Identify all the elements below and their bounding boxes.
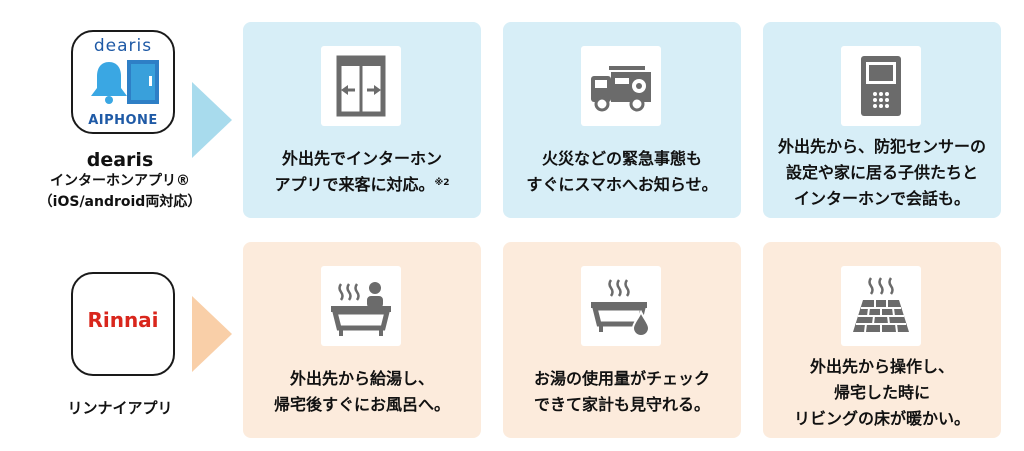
floor-heating-icon: [853, 277, 909, 333]
dearis-app-desc: インターホンアプリ®: [50, 173, 190, 189]
icon-box: [321, 46, 401, 126]
icon-box: [841, 46, 921, 126]
card-text-line: すぐにスマホへお知らせ。: [526, 175, 718, 194]
icon-box: [841, 266, 921, 346]
automatic-door-icon: [336, 55, 386, 117]
card-text: 外出先から給湯し、 帰宅後すぐにお風呂へ。: [249, 366, 475, 418]
card-text-line: 外出先から、防犯センサーの: [777, 137, 986, 156]
dearis-logo-word: dearis: [93, 36, 153, 56]
card-text-line: 外出先でインターホン: [281, 149, 442, 168]
card-text-line: 外出先から給湯し、: [289, 369, 434, 388]
card-text: 火災などの緊急事態も すぐにスマホへお知らせ。: [509, 146, 735, 198]
fire-truck-icon: [591, 66, 651, 112]
icon-box: [581, 46, 661, 126]
feature-card-fire-alert: 火災などの緊急事態も すぐにスマホへお知らせ。: [503, 22, 741, 218]
card-text-line: 火災などの緊急事態も: [541, 149, 702, 168]
card-text-line: リビングの床が暖かい。: [793, 409, 970, 428]
feature-card-floor-heating: 外出先から操作し、 帰宅した時に リビングの床が暖かい。: [763, 242, 1001, 438]
aiphone-brand: AIPHONE: [88, 113, 158, 128]
feature-card-bath-fill: 外出先から給湯し、 帰宅後すぐにお風呂へ。: [243, 242, 481, 438]
card-text-line: アプリで来客に対応。: [274, 175, 435, 194]
rinnai-caption: リンナイアプリ: [10, 398, 230, 419]
dearis-app-name: dearis: [86, 149, 154, 171]
bath-person-icon: [331, 282, 391, 336]
arrow-right-icon: [192, 296, 232, 372]
icon-box: [321, 266, 401, 346]
card-text-line: できて家計も見守れる。: [533, 395, 710, 414]
arrow-right-icon: [192, 82, 232, 158]
rinnai-app-icon: Rinnai: [71, 272, 175, 376]
dearis-caption: dearis インターホンアプリ® （iOS/android両対応）: [10, 150, 230, 213]
card-text-line: 設定や家に居る子供たちと: [785, 163, 978, 182]
card-text-line: インターホンで会話も。: [793, 189, 970, 208]
card-text-line: 帰宅した時に: [833, 383, 930, 402]
icon-box: [581, 266, 661, 346]
intercom-monitor-icon: [861, 56, 901, 116]
dearis-app-icon: dearis AIPHONE: [71, 30, 175, 134]
card-text-line: お湯の使用量がチェック: [533, 369, 710, 388]
bell-door-icon: [91, 60, 159, 104]
card-text: 外出先から、防犯センサーの 設定や家に居る子供たちと インターホンで会話も。: [769, 134, 995, 212]
card-text: お湯の使用量がチェック できて家計も見守れる。: [509, 366, 735, 418]
feature-card-security-talk: 外出先から、防犯センサーの 設定や家に居る子供たちと インターホンで会話も。: [763, 22, 1001, 218]
card-text: 外出先でインターホン アプリで来客に対応。※2: [249, 146, 475, 198]
card-text-line: 外出先から操作し、: [809, 357, 954, 376]
bath-water-drop-icon: [591, 279, 651, 337]
feature-card-intercom-visitor: 外出先でインターホン アプリで来客に対応。※2: [243, 22, 481, 218]
card-text: 外出先から操作し、 帰宅した時に リビングの床が暖かい。: [769, 354, 995, 432]
footnote-mark: ※2: [434, 178, 450, 188]
feature-card-water-usage: お湯の使用量がチェック できて家計も見守れる。: [503, 242, 741, 438]
card-text-line: 帰宅後すぐにお風呂へ。: [273, 395, 450, 414]
rinnai-app-name: リンナイアプリ: [67, 399, 173, 417]
rinnai-logo-word: Rinnai: [87, 308, 159, 332]
dearis-app-platforms: （iOS/android両対応）: [38, 194, 202, 210]
